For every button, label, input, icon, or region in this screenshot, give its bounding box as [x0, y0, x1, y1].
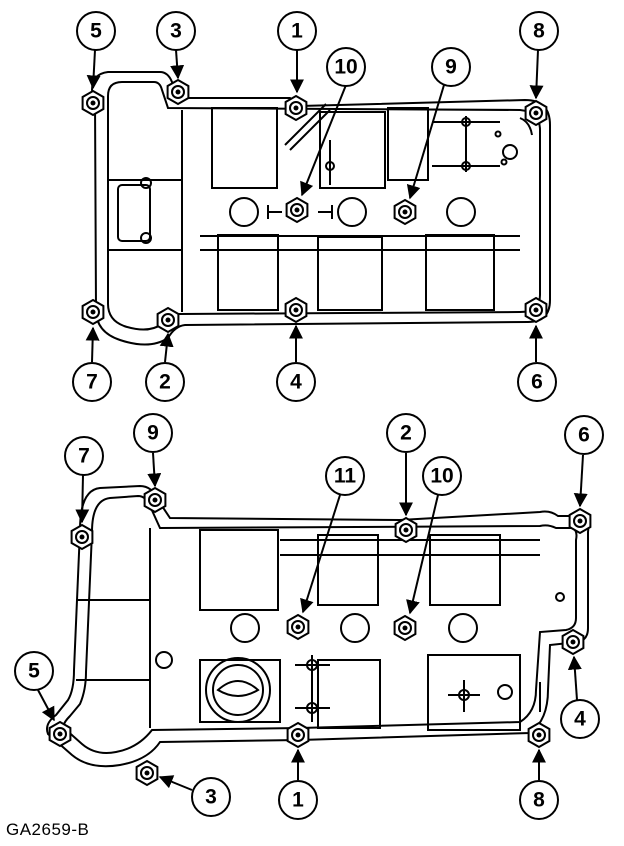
top-bolt-1: [284, 95, 308, 121]
bottom-bolt-11: [286, 614, 310, 640]
svg-text:10: 10: [334, 56, 357, 79]
figure-id-label: GA2659-B: [6, 820, 90, 839]
svg-text:1: 1: [292, 789, 304, 812]
top-bolt-10: [285, 197, 309, 223]
top-callout-6: 6: [517, 362, 557, 402]
top-bolt-3: [166, 79, 190, 105]
bottom-bolt-6: [568, 508, 592, 534]
bottom-callout-11: 11: [325, 456, 365, 496]
bottom-callout-1: 1: [278, 780, 318, 820]
top-callout-5: 5: [76, 11, 116, 51]
svg-text:2: 2: [159, 371, 171, 394]
svg-text:9: 9: [445, 56, 457, 79]
bottom-leader-arrows: [37, 452, 588, 791]
bottom-callout-4: 4: [560, 699, 600, 739]
top-bolt-2: [156, 307, 180, 333]
top-bolt-9: [393, 199, 417, 225]
svg-text:8: 8: [533, 20, 545, 43]
top-leader-arrows: [85, 49, 544, 363]
bottom-bolt-2: [394, 517, 418, 543]
svg-text:2: 2: [400, 422, 412, 445]
svg-text:6: 6: [578, 424, 590, 447]
top-callouts: 1 2 3 4 5 6 7 8: [72, 11, 559, 402]
top-bolt-5: [81, 90, 105, 116]
bottom-callout-3: 3: [191, 777, 231, 817]
top-valve-cover: [90, 71, 551, 346]
top-callout-9: 9: [431, 47, 471, 87]
svg-text:5: 5: [90, 20, 102, 43]
svg-text:1: 1: [291, 20, 303, 43]
bottom-callout-6: 6: [564, 415, 604, 455]
bottom-bolt-9: [143, 487, 167, 513]
bottom-bolt-4: [561, 629, 585, 655]
top-bolt-6: [524, 297, 548, 323]
top-bolt-4: [284, 297, 308, 323]
svg-text:11: 11: [334, 465, 357, 488]
svg-text:10: 10: [430, 465, 453, 488]
bottom-bolt-8: [527, 722, 551, 748]
bottom-callout-10: 10: [422, 456, 462, 496]
bottom-bolt-10: [393, 615, 417, 641]
svg-text:4: 4: [574, 708, 586, 731]
bottom-callout-7: 7: [64, 436, 104, 476]
bottom-bolt-1: [286, 722, 310, 748]
top-callout-10: 10: [326, 47, 366, 87]
bottom-callouts: 1 2 3 4 5 6 7 8: [14, 413, 604, 820]
top-bolt-7: [81, 299, 105, 325]
svg-text:8: 8: [533, 789, 545, 812]
svg-text:7: 7: [78, 445, 90, 468]
bottom-callout-5: 5: [14, 651, 54, 691]
top-callout-4: 4: [276, 362, 316, 402]
bottom-bolt-3: [135, 760, 159, 786]
top-callout-2: 2: [145, 362, 185, 402]
svg-text:5: 5: [28, 660, 40, 683]
top-callout-7: 7: [72, 362, 112, 402]
bottom-callout-8: 8: [519, 780, 559, 820]
bottom-bolt-7: [70, 524, 94, 550]
bottom-bolts: [48, 487, 592, 786]
top-callout-8: 8: [519, 11, 559, 51]
top-bolt-8: [524, 100, 548, 126]
svg-text:9: 9: [147, 422, 159, 445]
svg-text:3: 3: [170, 20, 182, 43]
svg-text:7: 7: [86, 371, 98, 394]
bottom-callout-2: 2: [386, 413, 426, 453]
svg-text:6: 6: [531, 371, 543, 394]
svg-text:3: 3: [205, 786, 217, 809]
top-cover-outline: [90, 71, 551, 346]
bottom-callout-9: 9: [133, 413, 173, 453]
bottom-bolt-5: [48, 721, 72, 747]
svg-text:4: 4: [290, 371, 302, 394]
bottom-valve-cover: [46, 484, 590, 768]
top-callout-1: 1: [277, 11, 317, 51]
top-bolts: [81, 79, 548, 333]
top-callout-3: 3: [156, 11, 196, 51]
top-cover-inner-outline: [107, 81, 541, 331]
